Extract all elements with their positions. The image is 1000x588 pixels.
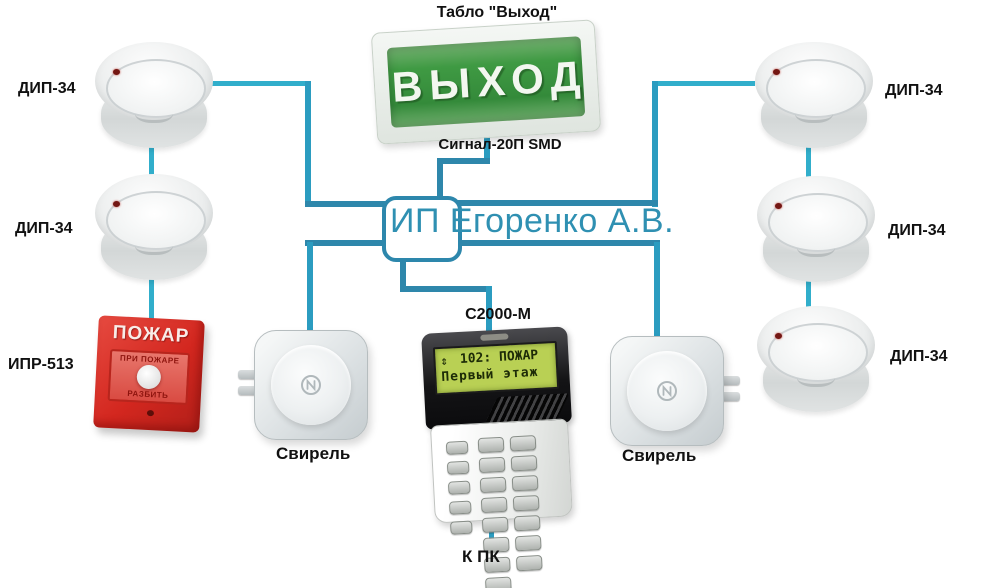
siren-speaker [627, 351, 707, 431]
wire [400, 286, 492, 292]
wire [437, 158, 490, 164]
panel-key [447, 480, 471, 495]
siren-device [610, 336, 740, 446]
wire [654, 242, 660, 340]
siren-body [610, 336, 724, 446]
siren-mount-tab [720, 376, 740, 385]
smoke-detector [757, 176, 875, 282]
wire [486, 286, 492, 348]
exit-sign-text: ВЫХОД [390, 51, 589, 111]
panel-body [429, 418, 573, 588]
argus-logo-icon [301, 375, 321, 395]
siren-mount-tab [720, 392, 740, 401]
call-point-panel: ПРИ ПОЖАРЕ РАЗБИТЬ [107, 348, 191, 406]
siren-mount-tab [238, 370, 258, 379]
detector-led [112, 68, 120, 75]
panel-key [515, 554, 543, 572]
panel-key [510, 455, 538, 472]
siren-body [254, 330, 368, 440]
panel-key [478, 456, 506, 474]
call-point-text-bottom: РАЗБИТЬ [127, 388, 169, 401]
panel-key [479, 476, 507, 494]
wire [655, 81, 755, 86]
wire [484, 114, 490, 164]
detector-notch [795, 103, 833, 124]
call-point-label: ИПР-513 [8, 356, 74, 373]
call-point-title: ПОЖАР [112, 322, 190, 348]
detector-label: ДИП-34 [18, 80, 76, 97]
to-pc-label: К ПК [462, 547, 500, 566]
wire [149, 144, 154, 176]
wire [307, 242, 313, 334]
signal-20p-label: Сигнал-20П SMD [438, 136, 562, 153]
panel-key [448, 500, 472, 515]
bolid-logo [480, 333, 509, 341]
panel-key [449, 520, 473, 535]
siren-mount-tab [238, 386, 258, 395]
detector-led [774, 202, 782, 209]
panel-key [446, 460, 470, 475]
call-point-text-top: ПРИ ПОЖАРЕ [119, 353, 180, 366]
detector-label: ДИП-34 [888, 222, 946, 239]
wire [652, 81, 658, 207]
detector-notch [797, 237, 835, 258]
siren-label: Свирель [276, 444, 351, 463]
detector-led [772, 68, 780, 75]
lcd-display: ⇕ 102: ПОЖАР Первый этаж [432, 340, 560, 396]
detector-led [774, 332, 782, 339]
manual-call-point: ПОЖАР ПРИ ПОЖАРЕ РАЗБИТЬ [93, 315, 205, 433]
call-point-led [146, 409, 155, 417]
panel-key [484, 576, 512, 588]
detector-notch [135, 235, 173, 256]
detector-label: ДИП-34 [885, 82, 943, 99]
wire [806, 280, 811, 310]
watermark-text: ИП Егоренко А.В. [390, 202, 675, 240]
smoke-detector [757, 306, 875, 412]
detector-notch [797, 367, 835, 388]
panel-caption: С2000-М [465, 306, 531, 323]
smoke-detector [95, 174, 213, 280]
wire [207, 81, 308, 86]
panel-key [511, 475, 539, 492]
detector-notch [135, 103, 173, 124]
exit-sign-board: ВЫХОД [386, 36, 589, 128]
wire [450, 240, 660, 246]
detector-led [112, 200, 120, 207]
function-keys [445, 440, 473, 535]
panel-key [513, 514, 541, 532]
wire [149, 278, 154, 324]
argus-logo-icon [657, 381, 677, 401]
wire [305, 81, 311, 207]
wire [400, 250, 406, 292]
call-point-button [136, 364, 162, 390]
siren-device [238, 330, 368, 440]
siren-label: Свирель [622, 446, 697, 465]
smoke-detector [95, 42, 213, 148]
panel-key [445, 440, 469, 455]
panel-key [512, 495, 540, 512]
panel-key [480, 496, 508, 514]
wire [305, 201, 390, 207]
siren-speaker [271, 345, 351, 425]
wire [806, 146, 811, 181]
panel-key [481, 516, 509, 534]
detector-label: ДИП-34 [15, 220, 73, 237]
fire-panel-c2000m: ⇕ 102: ПОЖАР Первый этаж [419, 326, 579, 588]
smoke-detector [755, 42, 873, 148]
detector-ring [105, 190, 207, 251]
wire [437, 158, 443, 202]
detector-label: ДИП-34 [890, 348, 948, 365]
exit-sign-caption: Табло "Выход" [436, 4, 558, 21]
wire [450, 200, 658, 206]
exit-sign: ВЫХОД [370, 19, 602, 145]
watermark-box [382, 196, 462, 262]
panel-key [477, 436, 505, 454]
wire [305, 240, 393, 246]
panel-head: ⇕ 102: ПОЖАР Первый этаж [421, 326, 572, 430]
panel-key [509, 435, 537, 452]
panel-key [514, 534, 542, 552]
